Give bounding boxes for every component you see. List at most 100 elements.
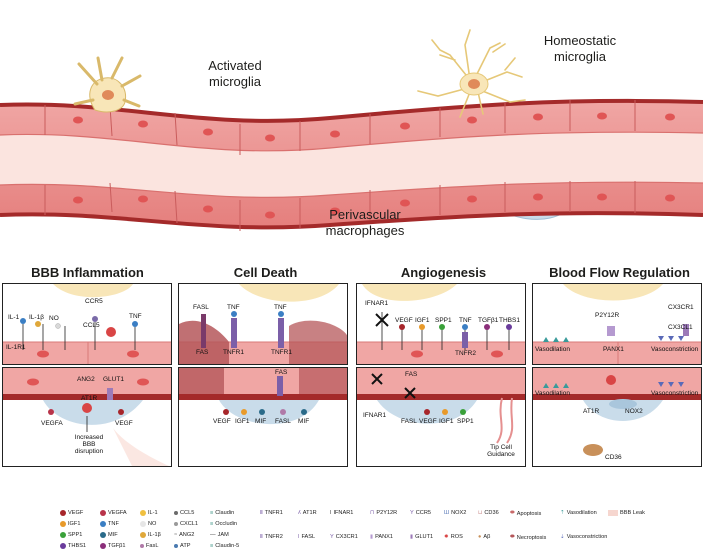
legend-text: AT1R bbox=[302, 510, 317, 516]
bbb-label-no: NO bbox=[49, 315, 59, 322]
angio-label-spp1: SPP1 bbox=[435, 317, 452, 324]
angio-label-tnfr2: TNFR2 bbox=[455, 350, 476, 357]
legend-swatch bbox=[174, 511, 178, 515]
angio-label-thbs1: THBS1 bbox=[499, 317, 520, 324]
angio-label-igf1-bottom: IGF1 bbox=[439, 418, 454, 425]
legend-text: TNF bbox=[108, 521, 119, 527]
legend: VEGF IGF1 SPP1 THBS1 VEGFA TNF MIF TGFβ1… bbox=[50, 504, 650, 558]
legend-text: MIF bbox=[108, 532, 118, 538]
angio-label-tip-cell-guidance: Tip Cell Guidance bbox=[487, 444, 515, 458]
angio-label-vegf: VEGF bbox=[395, 317, 413, 324]
legend-swatch bbox=[60, 521, 66, 527]
angio-label-fasl: FASL bbox=[401, 418, 417, 425]
legend-text: Apoptosis bbox=[516, 510, 542, 517]
legend-text: FasL bbox=[146, 543, 159, 549]
legend-swatch bbox=[100, 510, 106, 516]
bbb-label-ang2: ANG2 bbox=[77, 376, 95, 383]
bbb-label-increased-disruption: Increased BBB disruption bbox=[74, 434, 104, 455]
legend-swatch bbox=[60, 543, 66, 549]
celldeath-label-fas: FAS bbox=[196, 349, 209, 356]
bbb-label-il1: IL-1 bbox=[8, 314, 20, 321]
legend-item-cxcl1: CXCL1 bbox=[174, 521, 198, 527]
legend-item-spp1: SPP1 bbox=[60, 532, 82, 538]
legend-text: PANX1 bbox=[375, 534, 394, 540]
panel-angio-top: IFNAR1 VEGF IGF1 SPP1 TNF TGFβ1 THBS1 TN… bbox=[356, 283, 526, 365]
section-title-blood-flow: Blood Flow Regulation bbox=[549, 265, 690, 280]
legend-item-vasoconstriction: ⇣Vasoconstriction bbox=[560, 534, 607, 540]
flow-label-cx3cl1: CX3CL1 bbox=[668, 324, 693, 331]
legend-text: Occludin bbox=[215, 521, 238, 527]
legend-text: CD36 bbox=[484, 510, 499, 516]
legend-text: Vasoconstriction bbox=[566, 534, 608, 540]
legend-item-abeta: ●Aβ bbox=[478, 534, 490, 540]
legend-item-p2y12r: ⊓P2Y12R bbox=[370, 510, 397, 516]
legend-item-jam: —JAM bbox=[210, 532, 229, 538]
legend-swatch bbox=[140, 510, 146, 516]
legend-text: IGF1 bbox=[68, 521, 81, 527]
angio-label-spp1-bottom: SPP1 bbox=[457, 418, 474, 425]
legend-item-apoptosis: ⬬Apoptosis bbox=[510, 510, 541, 517]
legend-swatch bbox=[100, 521, 106, 527]
flow-label-vasoconstriction-bottom: Vasoconstriction bbox=[651, 390, 699, 397]
legend-text: NOX2 bbox=[451, 510, 467, 516]
angio-label-tnf: TNF bbox=[459, 317, 472, 324]
legend-item-atp: ATP bbox=[174, 543, 190, 549]
legend-text: JAM bbox=[217, 532, 229, 538]
ros-icon: ✹ bbox=[444, 534, 449, 540]
section-title-cell-death: Cell Death bbox=[233, 265, 298, 280]
receptor-icon: ▮ bbox=[370, 534, 374, 540]
legend-item-tgfb1: TGFβ1 bbox=[100, 543, 126, 549]
abeta-icon: ● bbox=[478, 534, 482, 540]
legend-swatch: ≡ bbox=[210, 510, 214, 516]
legend-swatch bbox=[140, 532, 146, 538]
legend-item-panx1: ▮PANX1 bbox=[370, 534, 393, 540]
legend-swatch: — bbox=[210, 532, 216, 538]
vasodilation-icon: ⇡ bbox=[560, 510, 565, 516]
legend-text: IL-1 bbox=[148, 510, 158, 516]
legend-item-necroptosis: ⬬Necroptosis bbox=[510, 534, 546, 541]
legend-item-igf1: IGF1 bbox=[60, 521, 80, 527]
legend-text: CX3CR1 bbox=[335, 534, 358, 540]
angio-label-fas-bottom: FAS bbox=[405, 371, 418, 378]
panel-celldeath-top: FASL TNF TNF FAS TNFR1 TNFR1 bbox=[178, 283, 348, 365]
legend-text: GLUT1 bbox=[415, 534, 434, 540]
angio-label-igf1: IGF1 bbox=[415, 317, 430, 324]
flow-label-at1r-bottom: AT1R bbox=[583, 408, 600, 415]
legend-text: NO bbox=[148, 521, 157, 527]
legend-swatch bbox=[60, 532, 66, 538]
bbb-label-tnf: TNF bbox=[129, 313, 142, 320]
bbb-label-ccr5: CCR5 bbox=[85, 298, 103, 305]
legend-text: Vasodilation bbox=[566, 510, 597, 516]
legend-item-no: NO bbox=[140, 521, 156, 527]
legend-text: BBB Leak bbox=[620, 510, 645, 516]
celldeath-label-tnf-1: TNF bbox=[227, 304, 240, 311]
legend-text: ANG2 bbox=[179, 532, 195, 538]
legend-item-tnf: TNF bbox=[100, 521, 119, 527]
celldeath-label-vegf: VEGF bbox=[213, 418, 231, 425]
panel-bbb-bottom: ANG2 GLUT1 AT1R VEGFA VEGF Increased BBB… bbox=[2, 367, 172, 467]
legend-text: Claudin bbox=[215, 510, 235, 516]
celldeath-label-tnfr1-1: TNFR1 bbox=[223, 349, 244, 356]
receptor-icon: ⊔ bbox=[478, 510, 483, 516]
legend-swatch bbox=[100, 532, 106, 538]
section-title-bbb: BBB Inflammation bbox=[31, 265, 144, 280]
bbb-label-glut1: GLUT1 bbox=[103, 376, 124, 383]
legend-text: Aβ bbox=[483, 534, 491, 540]
receptor-icon: Ш bbox=[444, 510, 450, 516]
flow-label-cd36: CD36 bbox=[605, 454, 622, 461]
legend-text: IL-1β bbox=[148, 532, 161, 538]
legend-text: Necroptosis bbox=[516, 534, 547, 541]
legend-item-vegfa: VEGFA bbox=[100, 510, 127, 516]
receptor-icon: ▮ bbox=[410, 534, 414, 540]
panel-angio-bottom: FAS IFNAR1 FASL VEGF IGF1 SPP1 Tip Cell … bbox=[356, 367, 526, 467]
celldeath-label-mif-2: MIF bbox=[298, 418, 310, 425]
celldeath-label-tnfr1-2: TNFR1 bbox=[271, 349, 292, 356]
bbb-label-il1b: IL-1β bbox=[29, 314, 44, 321]
legend-text: CCL5 bbox=[180, 510, 195, 516]
